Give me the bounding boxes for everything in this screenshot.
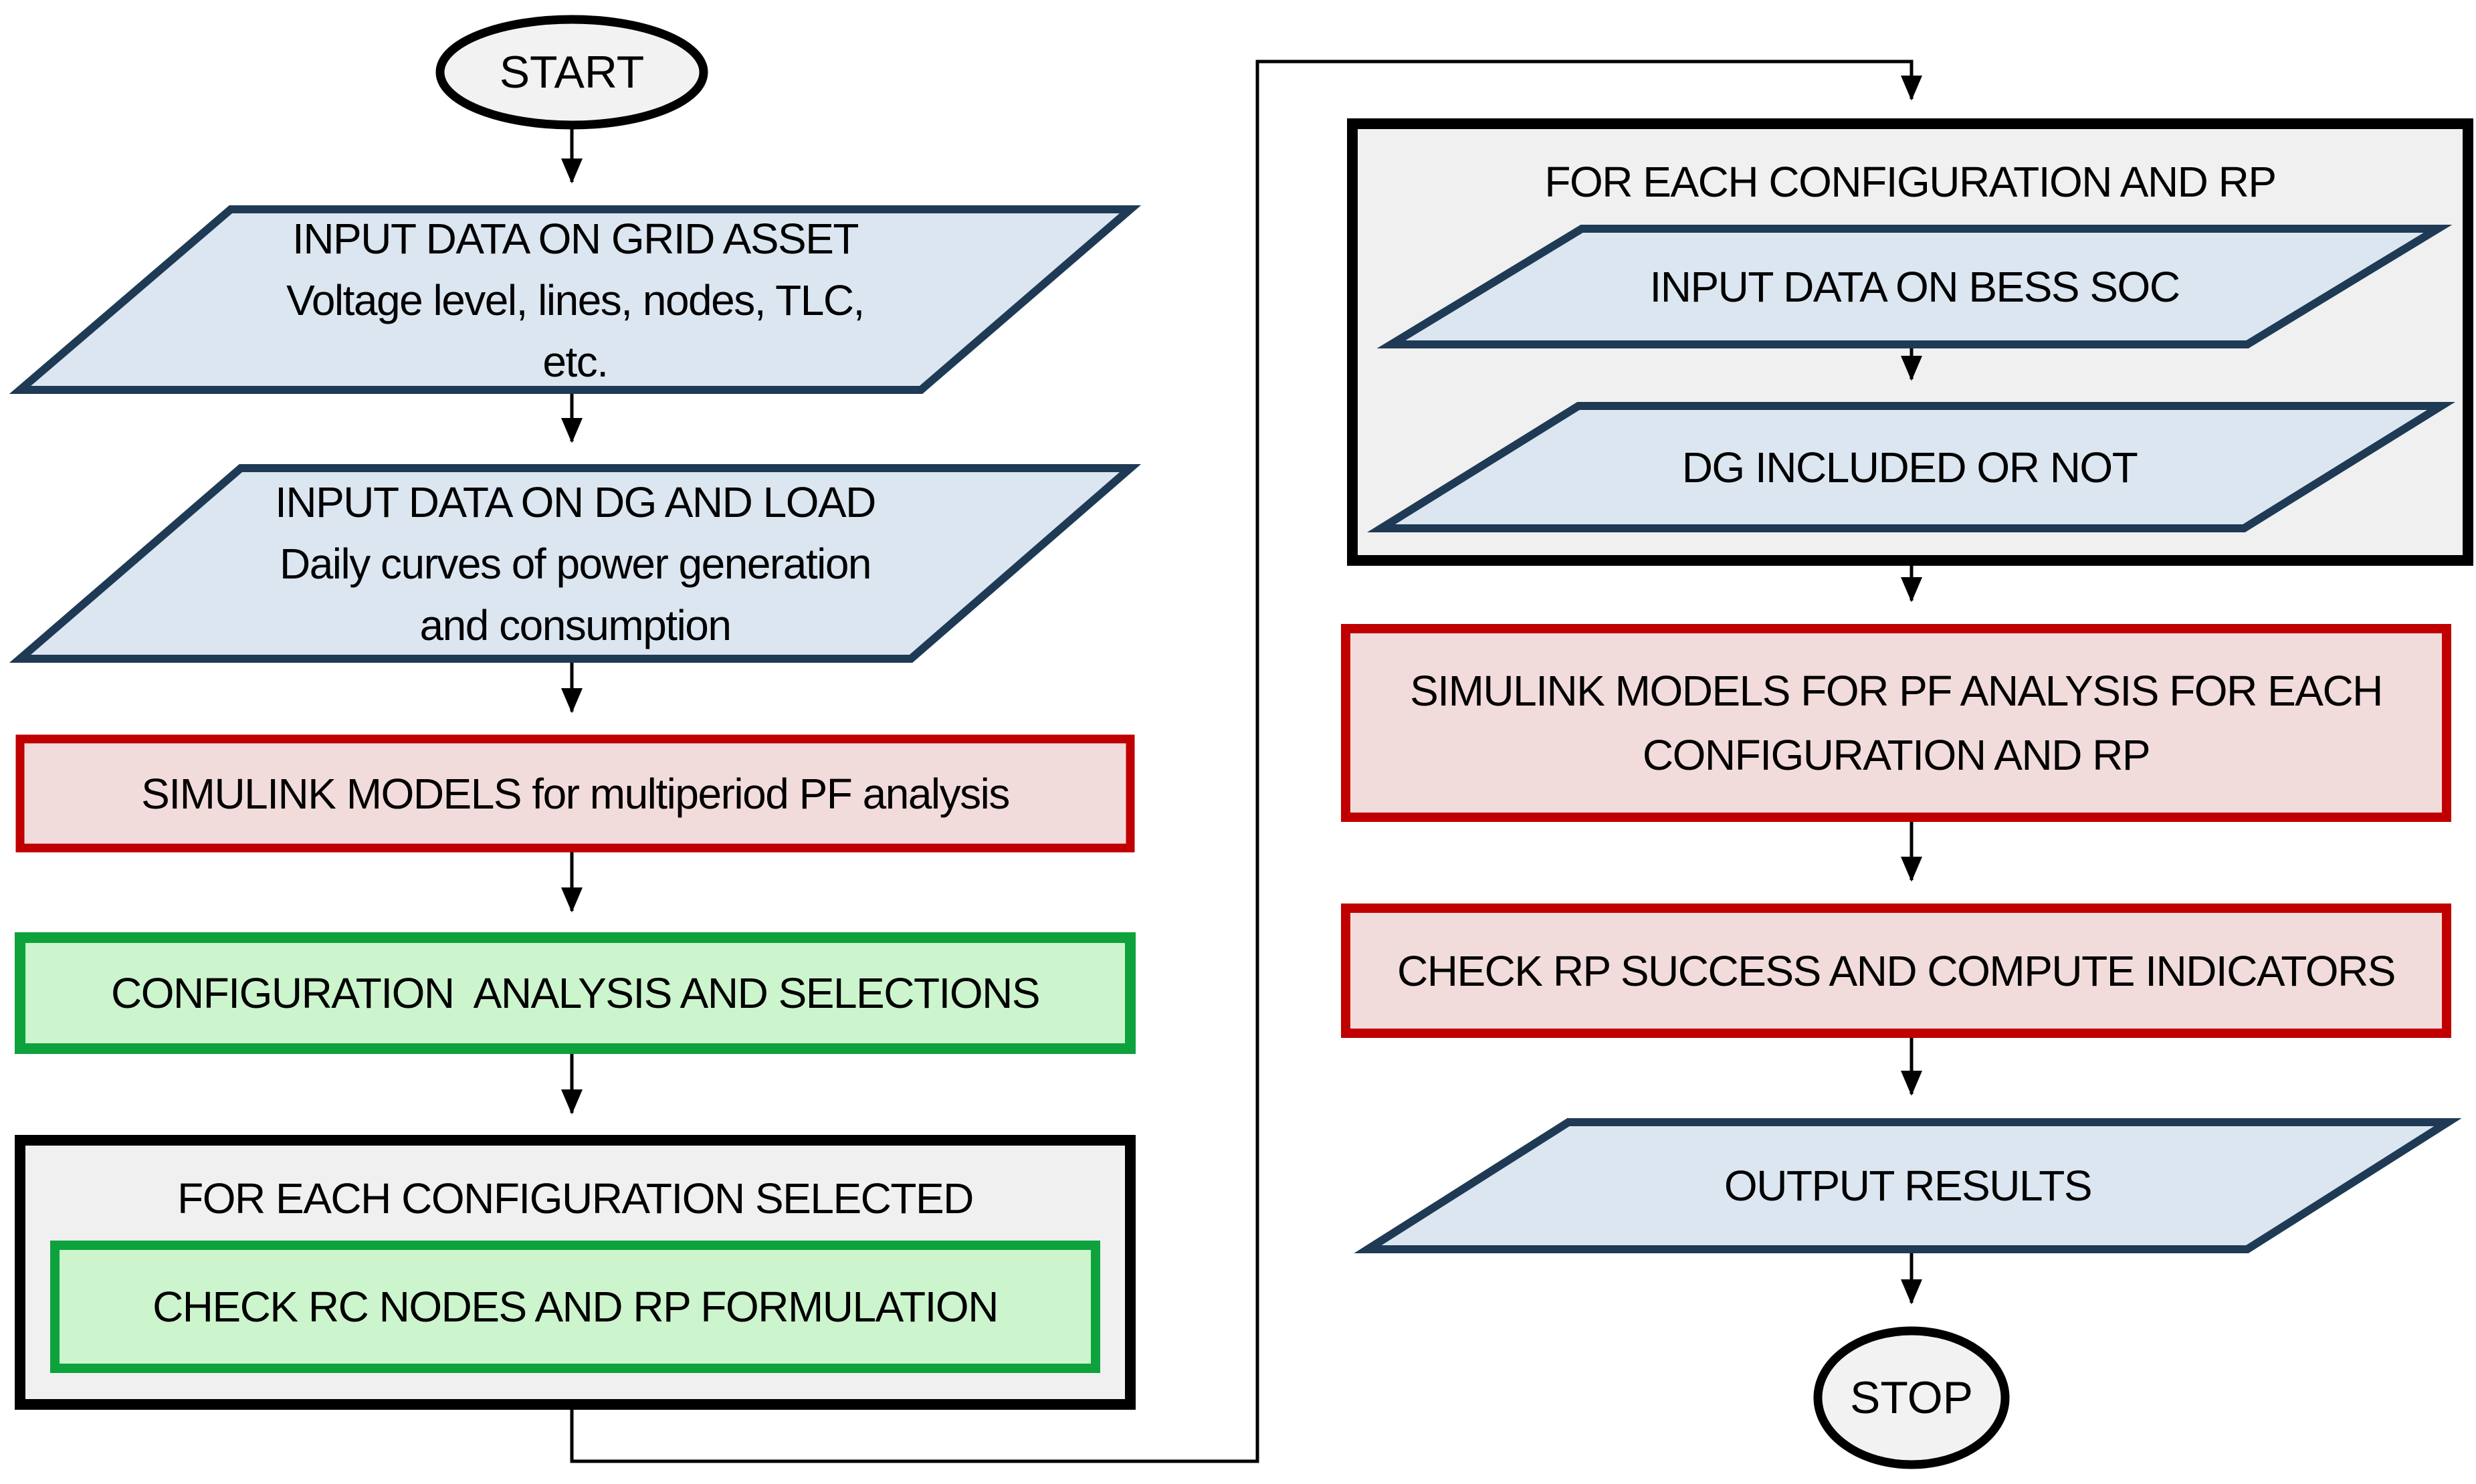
start-terminator: START [439, 19, 704, 125]
configuration-analysis-box [15, 932, 1136, 1054]
simulink-each-line1: SIMULINK MODELS FOR PF ANALYSIS FOR EACH [1410, 667, 2383, 715]
stop-terminator-shape [1813, 1326, 2010, 1469]
dg-included-label: DG INCLUDED OR NOT [1681, 443, 2138, 492]
configuration-analysis-node: CONFIGURATION ANALYSIS AND SELECTIONS [20, 938, 1130, 1049]
flow-arrows [561, 127, 1923, 1305]
check-rp-success-label: CHECK RP SUCCESS AND COMPUTE INDICATORS [1397, 946, 2396, 995]
simulink-multiperiod-process-box [15, 734, 1135, 853]
simulink-each-config-process-box [1341, 624, 2451, 822]
input-dg-line1: INPUT DATA ON DG AND LOAD [275, 478, 876, 526]
input-bess-soc-label: INPUT DATA ON BESS SOC [1649, 262, 2180, 311]
loop-config-selected-title-text: FOR EACH CONFIGURATION SELECTED [177, 1174, 974, 1223]
check-rc-nodes-box [50, 1241, 1100, 1373]
loop-config-rp-title: FOR EACH CONFIGURATION AND RP [1352, 128, 2468, 235]
loop-feedback-connector [570, 60, 1923, 1463]
simulink-each-config-node: SIMULINK MODELS FOR PF ANALYSIS FOR EACH… [1346, 629, 2447, 817]
output-results-label: OUTPUT RESULTS [1724, 1162, 2093, 1210]
input-bess-soc-node: INPUT DATA ON BESS SOC [1391, 229, 2438, 344]
loop-config-selected-title: FOR EACH CONFIGURATION SELECTED [20, 1145, 1130, 1252]
output-results-node: OUTPUT RESULTS [1368, 1122, 2448, 1249]
check-rc-nodes-node: CHECK RC NODES AND RP FORMULATION [55, 1245, 1096, 1368]
stop-terminator: STOP [1818, 1331, 2005, 1465]
input-grid-line3: etc. [542, 338, 609, 386]
input-grid-asset-node: INPUT DATA ON GRID ASSET Voltage level, … [20, 209, 1130, 391]
dg-included-node: DG INCLUDED OR NOT [1378, 406, 2441, 528]
input-grid-line1: INPUT DATA ON GRID ASSET [292, 215, 859, 263]
check-rc-nodes-label: CHECK RC NODES AND RP FORMULATION [152, 1283, 999, 1331]
input-dg-load-node: INPUT DATA ON DG AND LOAD Daily curves o… [20, 468, 1130, 659]
simulink-multiperiod-label: SIMULINK MODELS for multiperiod PF analy… [141, 769, 1010, 818]
simulink-each-line2: CONFIGURATION AND RP [1642, 731, 2151, 779]
dg-included-parallelogram [1366, 402, 2456, 532]
input-dg-line3: and consumption [419, 601, 732, 649]
output-results-parallelogram [1354, 1118, 2462, 1253]
check-rp-success-process-box [1341, 904, 2451, 1038]
stop-label: STOP [1850, 1372, 1973, 1423]
input-bess-soc-parallelogram [1376, 225, 2453, 348]
input-grid-asset-parallelogram [9, 205, 1142, 394]
simulink-multiperiod-node: SIMULINK MODELS for multiperiod PF analy… [20, 739, 1130, 848]
configuration-analysis-label: CONFIGURATION ANALYSIS AND SELECTIONS [110, 969, 1041, 1017]
input-dg-load-parallelogram [9, 464, 1142, 663]
loop-config-rp-title-text: FOR EACH CONFIGURATION AND RP [1544, 158, 2277, 206]
input-dg-line2: Daily curves of power generation [279, 539, 872, 588]
input-grid-line2: Voltage level, lines, nodes, TLC, [286, 276, 865, 324]
start-label: START [499, 47, 645, 98]
check-rp-success-node: CHECK RP SUCCESS AND COMPUTE INDICATORS [1346, 908, 2447, 1033]
start-terminator-shape [435, 15, 708, 130]
